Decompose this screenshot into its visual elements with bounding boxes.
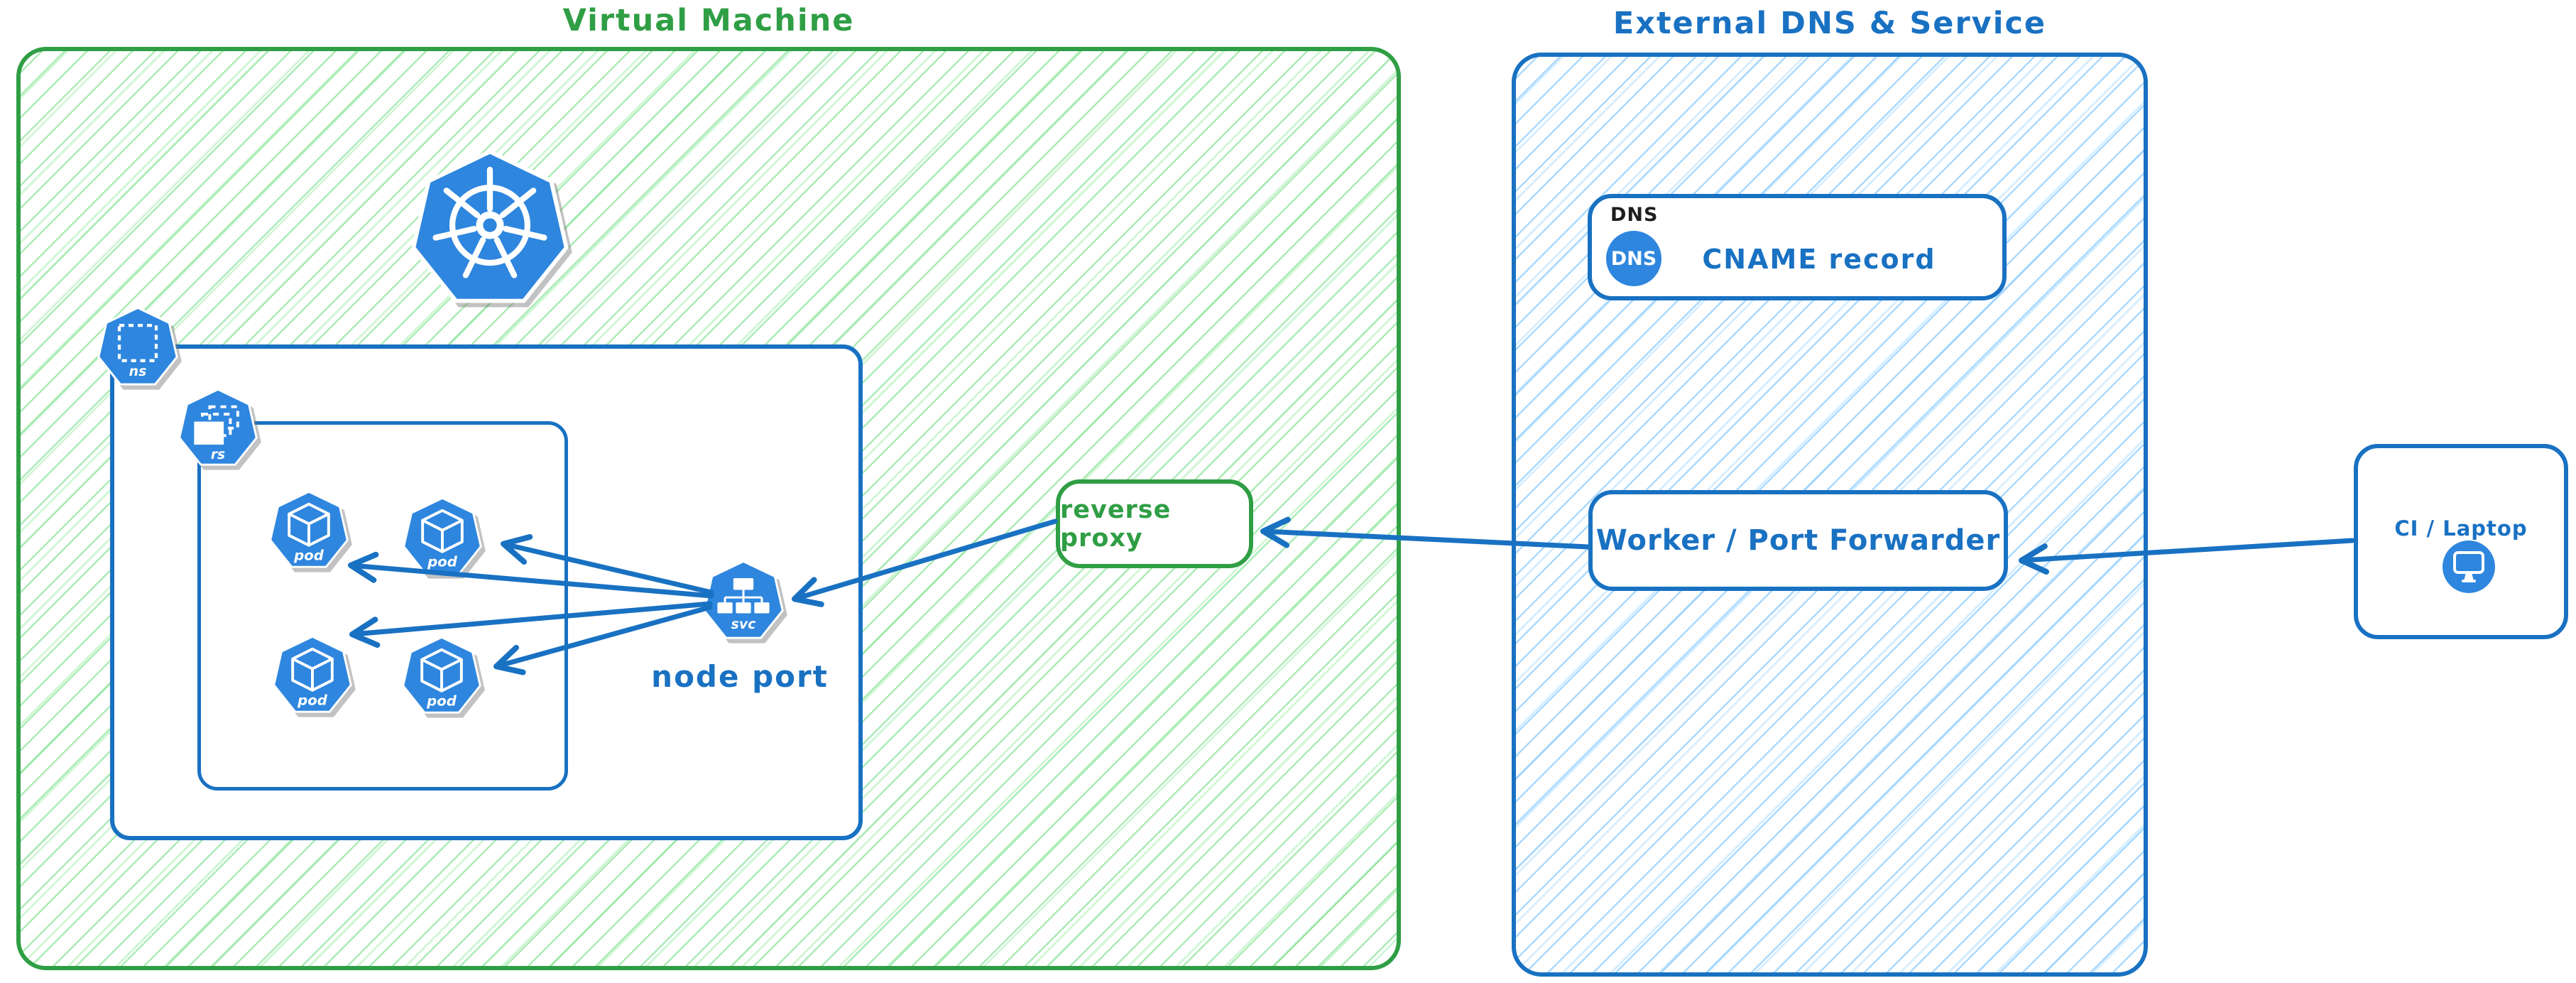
dns-badge-icon: DNS <box>1606 231 1661 286</box>
pod-icon-label: pod <box>297 693 328 709</box>
arrow-ci-to-worker[interactable] <box>2019 538 2355 575</box>
arrow-svc-to-pod-top-left[interactable] <box>348 551 714 599</box>
arrow-svc-to-pod-bottom-left[interactable] <box>349 601 713 648</box>
cname-record-label: CNAME record <box>1702 244 1936 275</box>
reverse-proxy-label: reverse proxy <box>1060 495 1172 553</box>
reverse-proxy-node[interactable]: reverse proxy <box>1056 479 1253 568</box>
namespace-icon[interactable]: ns <box>96 306 180 390</box>
worker-port-forwarder-label: Worker / Port Forwarder <box>1595 524 2001 557</box>
service-icon[interactable]: svc <box>702 560 785 643</box>
replicaset-icon-label: rs <box>211 447 225 462</box>
replicaset-box[interactable] <box>197 421 568 791</box>
worker-port-forwarder-node[interactable]: Worker / Port Forwarder <box>1588 490 2008 591</box>
ci-laptop-node[interactable]: CI / Laptop <box>2354 444 2568 639</box>
node-port-label: node port <box>651 659 829 694</box>
arrow-svc-to-pod-top-right[interactable] <box>501 533 714 595</box>
arrow-worker-to-reverse-proxy[interactable] <box>1260 516 1591 550</box>
arrow-svc-to-pod-bottom-right[interactable] <box>493 604 713 675</box>
arrow-reverse-proxy-to-node-port[interactable] <box>792 518 1058 607</box>
monitor-icon <box>2443 541 2495 593</box>
ci-laptop-label: CI / Laptop <box>2394 516 2528 541</box>
service-icon-label: svc <box>731 617 756 632</box>
dns-badge-label: DNS <box>1610 247 1657 270</box>
pod-icon[interactable]: pod <box>268 490 350 572</box>
pod-icon-label: pod <box>427 554 458 570</box>
virtual-machine-title: Virtual Machine <box>562 3 855 38</box>
namespace-icon-label: ns <box>129 364 147 379</box>
kubernetes-logo-icon[interactable] <box>408 148 572 312</box>
replicaset-icon[interactable]: rs <box>177 388 259 470</box>
pod-icon-label: pod <box>293 548 324 564</box>
pod-icon[interactable]: pod <box>271 635 354 717</box>
pod-icon-label: pod <box>426 693 457 710</box>
cname-record-node[interactable]: DNS DNS CNAME record <box>1588 194 2007 300</box>
pod-icon[interactable]: pod <box>400 636 483 718</box>
external-dns-title: External DNS & Service <box>1612 6 2047 41</box>
dns-tag-label: DNS <box>1610 204 1659 226</box>
